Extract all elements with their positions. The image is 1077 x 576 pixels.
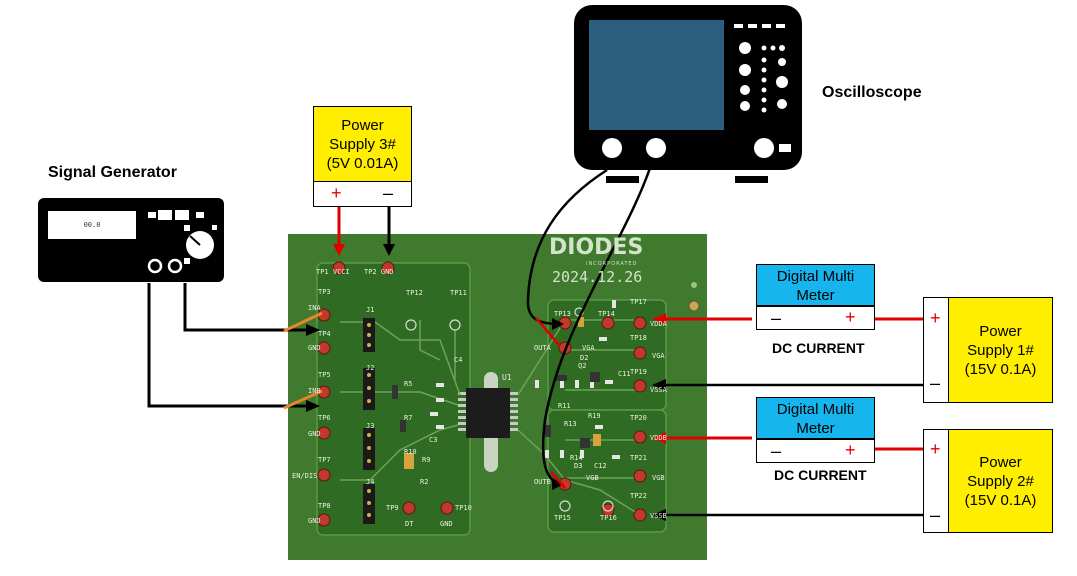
dmm-1-line2: Meter: [796, 287, 835, 304]
power-supply-1-box: Power Supply 1# (15V 0.1A): [948, 297, 1053, 403]
signal-generator-label: Signal Generator: [48, 164, 177, 181]
dmm-2-plus: +: [845, 440, 856, 460]
power-supply-3-box: Power Supply 3# (5V 0.01A): [313, 106, 412, 182]
power-supply-3-line1: Power: [341, 117, 384, 134]
jumper-headers: [363, 318, 375, 524]
oscilloscope: [574, 5, 802, 183]
power-supply-1-terminals: [923, 297, 949, 403]
dmm-1-terminals: [756, 306, 875, 330]
dc-current-label-2: DC CURRENT: [774, 467, 867, 483]
dmm-2-minus: –: [771, 441, 782, 461]
power-supply-1-line2: Supply 1#: [967, 342, 1034, 359]
power-supply-3-terminals: [313, 181, 412, 207]
pcb-silk-right: TP13 OUTA TP14 VGA TP15 OUTB TP16 VGB TP…: [534, 298, 667, 522]
power-supply-1-minus: –: [930, 373, 941, 393]
dmm-2-line1: Digital Multi: [776, 401, 855, 418]
pcb-silk-left: TP1 VCCI TP2 GND TP3 INA TP4 GND TP5 INB…: [292, 268, 472, 528]
u1-chip: [466, 388, 510, 438]
power-supply-1-line3: (15V 0.1A): [964, 361, 1037, 378]
mounting-hole: [688, 300, 700, 312]
dc-current-label-1: DC CURRENT: [772, 340, 865, 356]
signal-generator-display: 00.0: [83, 221, 101, 229]
dmm-1-line1: Digital Multi: [776, 268, 855, 285]
dmm-2-terminals: [756, 439, 875, 463]
oscilloscope-label: Oscilloscope: [822, 84, 922, 101]
power-supply-3-minus: –: [383, 183, 394, 203]
dmm-2-box: Digital Multi Meter: [756, 397, 875, 439]
power-supply-2-minus: –: [930, 505, 941, 525]
power-supply-2-line1: Power: [979, 454, 1022, 471]
dmm-1-minus: –: [771, 308, 782, 328]
power-supply-2-line3: (15V 0.1A): [964, 492, 1037, 509]
dmm-1-box: Digital Multi Meter: [756, 264, 875, 306]
signal-generator: [38, 198, 224, 282]
pcb-brand-sub: INCORPORATED: [586, 261, 638, 267]
dmm-2-line2: Meter: [796, 420, 835, 437]
pcb-brand-logo: DIODES: [549, 235, 644, 260]
power-supply-2-box: Power Supply 2# (15V 0.1A): [948, 429, 1053, 533]
power-supply-2-line2: Supply 2#: [967, 473, 1034, 490]
pcb-date: 2024.12.26: [552, 268, 643, 286]
test-points: [317, 261, 647, 527]
dmm-1-plus: +: [845, 307, 856, 327]
power-supply-3-plus: +: [331, 183, 342, 203]
power-supply-2-plus: +: [930, 439, 941, 459]
power-supply-3-line2: Supply 3#: [329, 136, 396, 153]
power-supply-1-line1: Power: [979, 323, 1022, 340]
power-supply-3-line3: (5V 0.01A): [326, 155, 399, 172]
power-supply-1-plus: +: [930, 308, 941, 328]
u1-label: U1: [502, 373, 512, 382]
